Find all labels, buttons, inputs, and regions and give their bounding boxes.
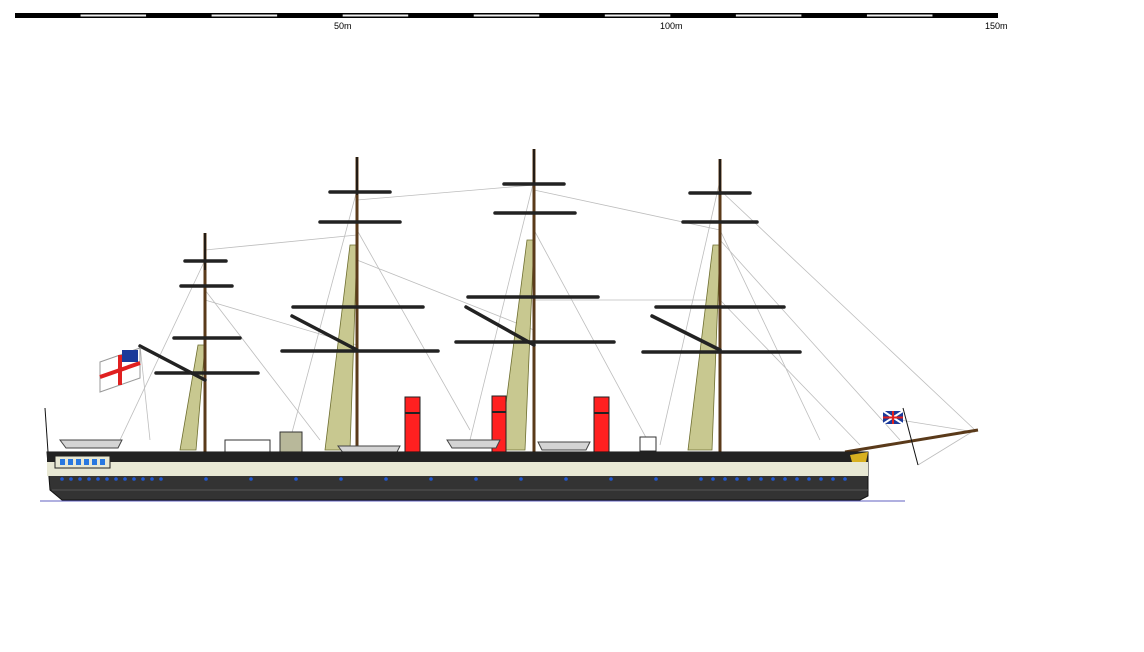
scale-bar-segment — [473, 14, 540, 17]
porthole — [831, 477, 835, 481]
porthole — [759, 477, 763, 481]
porthole — [294, 477, 298, 481]
scale-bar-segment — [80, 14, 147, 17]
rigging — [119, 179, 976, 466]
porthole — [204, 477, 208, 481]
porthole — [819, 477, 823, 481]
porthole — [249, 477, 253, 481]
porthole — [795, 477, 799, 481]
porthole — [771, 477, 775, 481]
porthole — [141, 477, 145, 481]
porthole — [711, 477, 715, 481]
porthole — [609, 477, 613, 481]
porthole — [654, 477, 658, 481]
porthole — [519, 477, 523, 481]
porthole — [564, 477, 568, 481]
porthole — [747, 477, 751, 481]
mast-tops — [204, 149, 721, 270]
scale-label-150m: 150m — [985, 21, 1008, 31]
porthole — [69, 477, 73, 481]
porthole — [60, 477, 64, 481]
white-ensign-icon — [99, 347, 141, 393]
funnel-bands — [405, 411, 609, 414]
ratlines — [179, 239, 721, 451]
porthole — [474, 477, 478, 481]
porthole — [105, 477, 109, 481]
porthole — [384, 477, 388, 481]
jack-staff — [902, 407, 919, 466]
scale-label-100m: 100m — [660, 21, 683, 31]
porthole — [735, 477, 739, 481]
porthole — [114, 477, 118, 481]
porthole — [807, 477, 811, 481]
scale-bar-segment — [604, 14, 671, 17]
scale-bar-segment — [866, 14, 933, 17]
porthole — [783, 477, 787, 481]
porthole — [150, 477, 154, 481]
scale-bar-segment — [735, 14, 802, 17]
porthole — [429, 477, 433, 481]
hull — [46, 451, 869, 501]
porthole — [699, 477, 703, 481]
porthole — [96, 477, 100, 481]
porthole — [78, 477, 82, 481]
stern-staff — [44, 407, 49, 453]
deckhouses — [224, 431, 657, 453]
porthole — [339, 477, 343, 481]
porthole — [843, 477, 847, 481]
union-jack-icon — [882, 410, 904, 425]
porthole — [723, 477, 727, 481]
porthole — [87, 477, 91, 481]
scale-label-50m: 50m — [334, 21, 352, 31]
yards — [138, 182, 802, 382]
scale-bar — [15, 13, 998, 18]
porthole — [132, 477, 136, 481]
scale-bar-segment — [342, 14, 409, 17]
scale-bar-segment — [211, 14, 278, 17]
porthole — [159, 477, 163, 481]
porthole — [123, 477, 127, 481]
